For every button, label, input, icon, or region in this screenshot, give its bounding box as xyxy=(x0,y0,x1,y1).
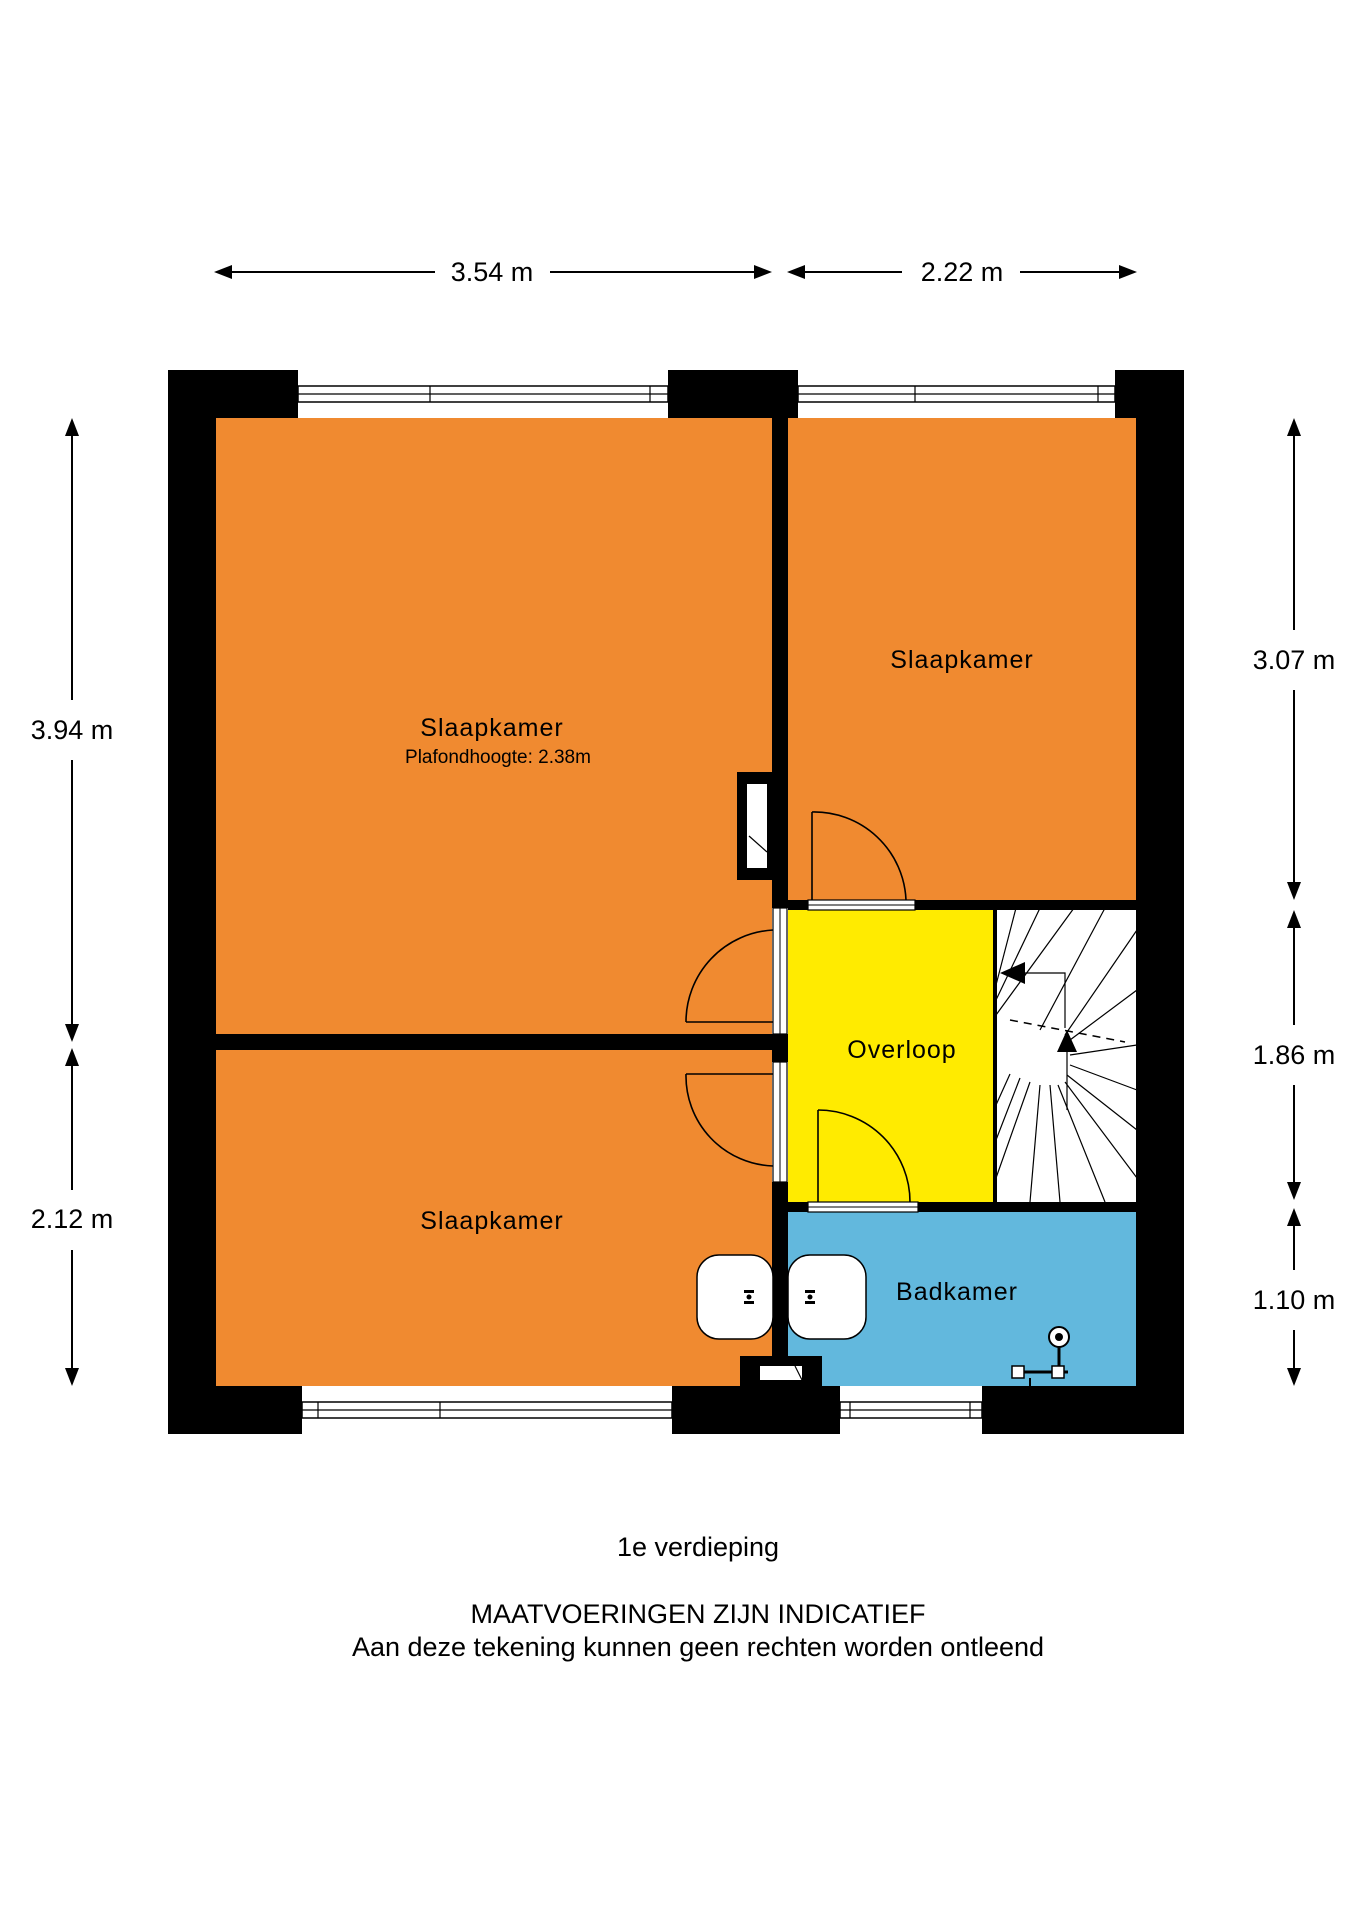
dimensions: 3.54 m 2.22 m 3.94 m 2.12 m xyxy=(31,257,1336,1386)
dimension-top-right: 2.22 m xyxy=(787,257,1137,287)
dimension-label: 3.54 m xyxy=(451,257,534,287)
room-labels: Slaapkamer Plafondhoogte: 2.38m Slaapkam… xyxy=(405,646,1033,1306)
door-icon[interactable] xyxy=(685,907,788,1035)
room-landing xyxy=(788,908,996,1202)
walls xyxy=(168,370,1184,1434)
arrow-icon xyxy=(1000,962,1025,984)
room-label-landing: Overloop xyxy=(847,1036,956,1064)
dimension-left-upper: 3.94 m xyxy=(31,418,114,1042)
dimension-left-lower: 2.12 m xyxy=(31,1048,114,1386)
room-label-bathroom: Badkamer xyxy=(896,1278,1018,1306)
sink-icon xyxy=(696,1254,774,1340)
arrow-icon xyxy=(1057,1030,1077,1052)
ceiling-height-note: Plafondhoogte: 2.38m xyxy=(405,747,591,768)
dimension-label: 2.22 m xyxy=(921,257,1004,287)
room-bedroom-large xyxy=(215,418,772,1034)
dimension-label: 1.10 m xyxy=(1253,1285,1336,1315)
rooms xyxy=(215,418,1137,1386)
door-icon[interactable] xyxy=(685,1061,788,1183)
window-icon xyxy=(297,385,1116,1419)
sink-icon xyxy=(787,1254,867,1340)
staircase-icon xyxy=(995,907,1138,1203)
dimension-label: 3.94 m xyxy=(31,715,114,745)
room-label-bedroom-right: Slaapkamer xyxy=(890,646,1033,674)
dimension-right-upper: 3.07 m xyxy=(1253,418,1336,900)
room-label-bedroom-bottom: Slaapkamer xyxy=(420,1207,563,1235)
room-bedroom-right xyxy=(788,418,1137,900)
floor-title: 1e verdieping xyxy=(617,1532,779,1562)
door-icon[interactable] xyxy=(807,811,916,911)
dimension-label: 3.07 m xyxy=(1253,645,1336,675)
room-label-bedroom-large: Slaapkamer xyxy=(420,714,563,742)
dimension-label: 1.86 m xyxy=(1253,1040,1336,1070)
room-bedroom-bottom xyxy=(215,1050,772,1386)
dimension-label: 2.12 m xyxy=(31,1204,114,1234)
disclaimer-line-2: Aan deze tekening kunnen geen rechten wo… xyxy=(352,1632,1044,1662)
shower-icon xyxy=(1011,1326,1070,1386)
dimension-right-lower: 1.10 m xyxy=(1253,1208,1336,1386)
captions: 1e verdieping MAATVOERINGEN ZIJN INDICAT… xyxy=(352,1532,1044,1662)
door-icon[interactable] xyxy=(807,1109,919,1213)
disclaimer-line-1: MAATVOERINGEN ZIJN INDICATIEF xyxy=(470,1599,925,1629)
dimension-right-middle: 1.86 m xyxy=(1253,910,1336,1200)
dimension-top-left: 3.54 m xyxy=(214,257,772,287)
